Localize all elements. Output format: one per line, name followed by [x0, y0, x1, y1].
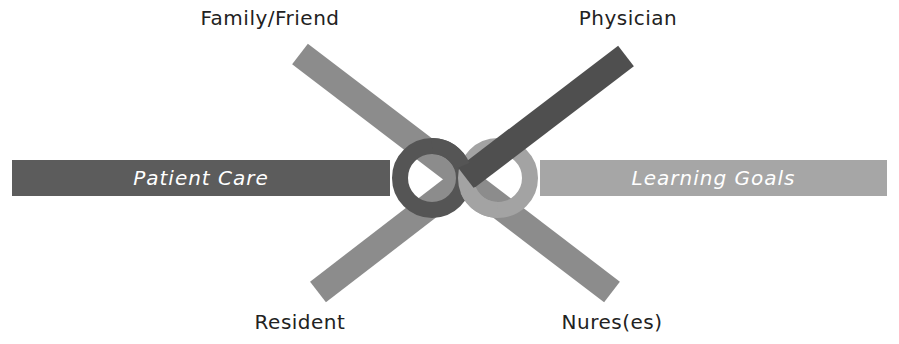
knot-loop — [432, 146, 462, 166]
knot-loop — [400, 146, 464, 210]
band-label: Patient Care — [133, 166, 269, 190]
role-label: Physician — [579, 6, 678, 30]
knot-loop — [468, 190, 498, 210]
role-label: Nures(es) — [562, 310, 663, 334]
rope-band: Learning Goals — [540, 160, 887, 196]
rope-band: Patient Care — [12, 160, 390, 196]
role-label: Resident — [255, 310, 346, 334]
role-label: Family/Friend — [200, 6, 339, 30]
band-label: Learning Goals — [632, 166, 796, 190]
